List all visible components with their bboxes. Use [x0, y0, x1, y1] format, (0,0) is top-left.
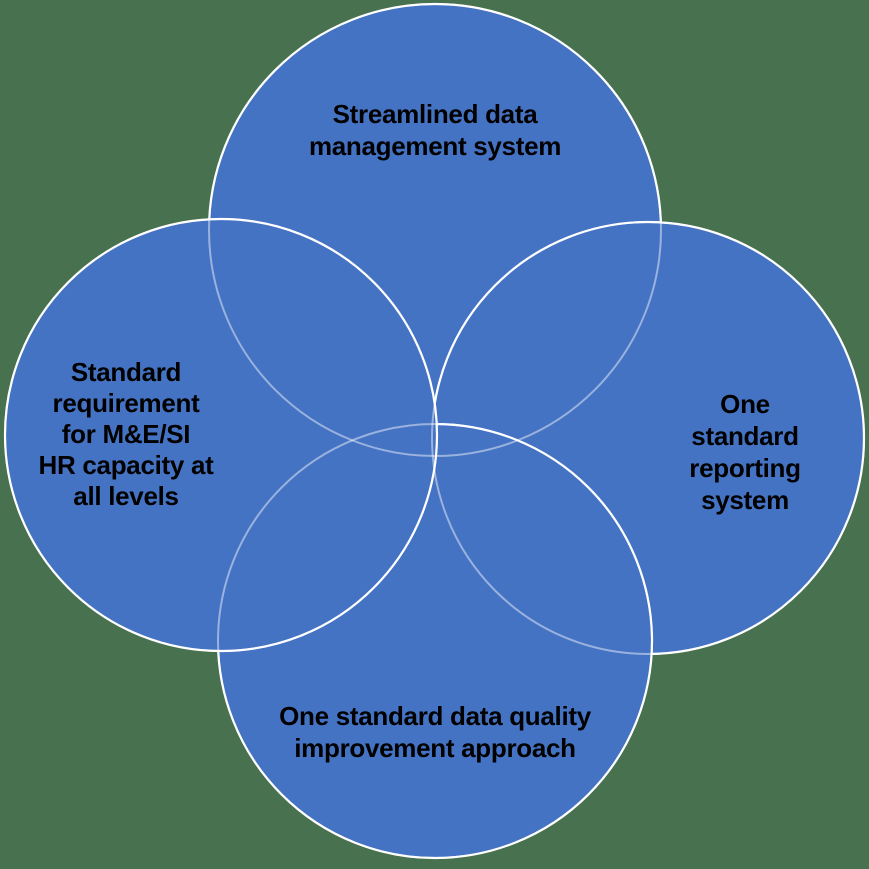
- venn-circle-top-outline: [208, 3, 662, 457]
- venn-circle-right-outline: [431, 221, 865, 655]
- venn-circle-bottom-outline: [217, 423, 653, 859]
- venn-circle-left-outline: [4, 218, 438, 652]
- venn-label-top: Streamlined data management system: [308, 99, 562, 161]
- venn-circle-left: [3, 217, 439, 653]
- venn-label-right: One standard reporting system: [689, 389, 801, 515]
- venn-label-bottom: One standard data quality improvement ap…: [279, 701, 591, 763]
- venn-label-left: Standard requirement for M&E/SI HR capac…: [38, 357, 214, 511]
